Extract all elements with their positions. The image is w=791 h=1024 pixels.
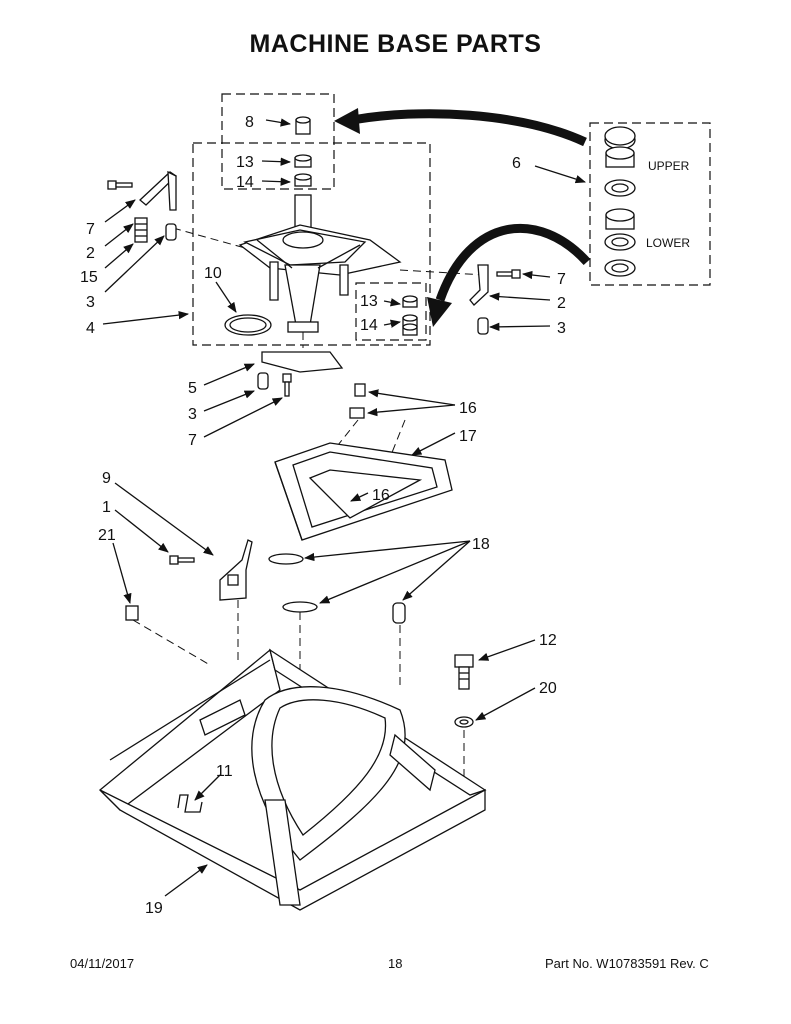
callout-14-top: 14 <box>236 174 254 191</box>
lower-bearing-set <box>604 208 636 277</box>
upper-bearing-arrow <box>351 109 587 147</box>
callout-1: 1 <box>102 499 111 516</box>
callout-16-top: 16 <box>459 400 477 417</box>
spider-assembly-box <box>192 142 431 346</box>
lower-bearing-arrow <box>435 223 591 302</box>
callout-4: 4 <box>86 320 95 337</box>
callout-14-lower: 14 <box>360 317 378 334</box>
callout-13-lower: 13 <box>360 293 378 310</box>
machine-base-19 <box>99 648 487 911</box>
lower-bracket-5 <box>261 351 344 373</box>
page-title: MACHINE BASE PARTS <box>249 30 542 58</box>
callout-18: 18 <box>472 536 490 553</box>
bracket-9 <box>219 539 253 601</box>
pad-18-a <box>268 553 304 565</box>
bushing-13 <box>294 154 312 168</box>
callout-7-left: 7 <box>86 221 95 238</box>
callout-17: 17 <box>459 428 477 445</box>
callout-10: 10 <box>204 265 222 282</box>
callout-16-lower: 16 <box>372 487 390 504</box>
bolt-12 <box>454 654 474 690</box>
footer-page-number: 18 <box>388 956 403 971</box>
lower-screw-7 <box>282 373 292 397</box>
callout-13-top: 13 <box>236 154 254 171</box>
callout-19: 19 <box>145 900 163 917</box>
left-bracket-2 <box>139 170 178 211</box>
lower-bushing-14 <box>402 314 418 336</box>
footer-part-number: Part No. W10783591 Rev. C <box>545 956 709 971</box>
callout-12: 12 <box>539 632 557 649</box>
callout-5: 5 <box>188 380 197 397</box>
washer-20 <box>454 716 474 728</box>
screw-1 <box>169 555 195 565</box>
callout-7-right: 7 <box>557 271 566 288</box>
hook-11 <box>177 794 203 813</box>
clip-16-top <box>354 383 366 397</box>
right-screw-7 <box>496 269 521 279</box>
callout-6: 6 <box>512 155 521 172</box>
lower-bushing-13 <box>402 295 418 308</box>
right-clip-3 <box>477 317 489 335</box>
spider-hub-assembly <box>238 194 402 333</box>
bushing-group-box <box>221 93 335 190</box>
bushing-14 <box>294 173 312 187</box>
callout-2-right: 2 <box>557 295 566 312</box>
callout-3-lower: 3 <box>188 406 197 423</box>
callout-15: 15 <box>80 269 98 286</box>
callout-21: 21 <box>98 527 116 544</box>
left-clip-3 <box>165 223 177 241</box>
callout-8: 8 <box>245 114 254 131</box>
bearing-kit-box <box>589 122 711 286</box>
upper-bearing-set <box>604 126 636 197</box>
clip-21 <box>125 605 139 621</box>
upper-label: UPPER <box>648 159 690 173</box>
right-bracket-2 <box>469 264 489 306</box>
callout-11: 11 <box>216 763 233 780</box>
lower-clip-3 <box>257 372 269 390</box>
pad-18-c <box>392 602 406 624</box>
spring-15 <box>134 217 148 243</box>
left-screw-7 <box>107 180 133 190</box>
callout-9: 9 <box>102 470 111 487</box>
pad-18-b <box>282 601 318 613</box>
lower-bushing-box <box>355 282 427 341</box>
footer-date: 04/11/2017 <box>70 956 135 971</box>
callout-3-right: 3 <box>557 320 566 337</box>
bushing-cap-8 <box>295 116 311 135</box>
callout-20: 20 <box>539 680 557 697</box>
lower-label: LOWER <box>646 236 690 250</box>
callout-3-left: 3 <box>86 294 95 311</box>
gasket-10 <box>224 314 272 336</box>
leader-lines <box>102 118 586 897</box>
clip-16-mid <box>349 407 365 419</box>
callout-2-left: 2 <box>86 245 95 262</box>
suspension-frame-17 <box>274 442 453 541</box>
callout-7-lower: 7 <box>188 432 197 449</box>
